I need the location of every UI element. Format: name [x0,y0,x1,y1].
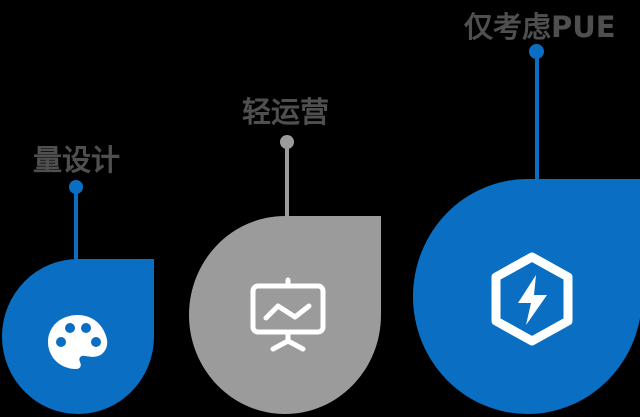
connector-line-design [74,190,78,262]
teardrop-operation [189,216,381,414]
label-operation: 轻运营 [242,95,330,129]
label-pue: 仅考虑PUE [464,10,616,44]
label-design: 量设计 [33,143,121,177]
connector-dot-operation [280,135,294,149]
connector-dot-design [69,180,83,194]
energy-hexagon-icon [491,252,573,346]
palette-icon [48,315,108,369]
connector-dot-pue [529,44,544,59]
presentation-chart-icon [250,277,326,352]
connector-line-pue [535,55,539,181]
connector-line-operation [285,145,289,219]
